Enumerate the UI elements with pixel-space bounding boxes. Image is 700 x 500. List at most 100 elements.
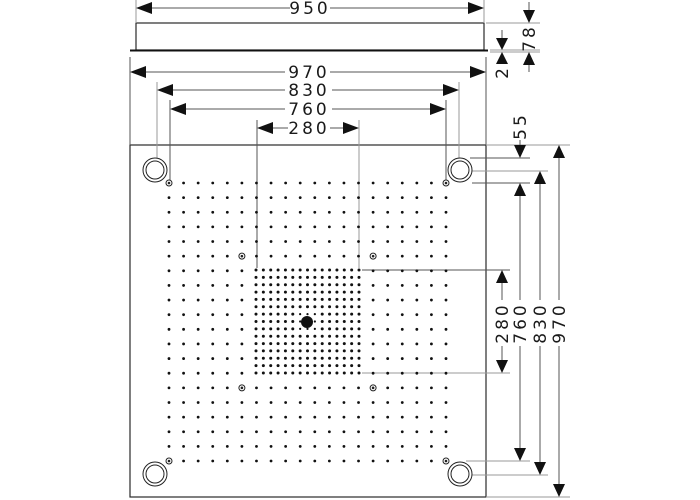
- nozzle: [182, 357, 185, 360]
- nozzle: [240, 181, 244, 185]
- nozzle: [225, 210, 229, 214]
- fine-nozzle: [335, 290, 339, 294]
- fine-nozzle: [261, 342, 265, 346]
- mounting-hole-bottom-right: [447, 461, 473, 487]
- nozzle: [444, 196, 448, 200]
- fine-nozzle: [261, 364, 265, 368]
- fine-nozzle: [298, 364, 302, 368]
- nozzle: [313, 254, 317, 258]
- fine-nozzle: [283, 283, 287, 287]
- fine-nozzle: [254, 297, 258, 301]
- nozzle: [342, 415, 346, 419]
- nozzle: [357, 401, 360, 404]
- sensor-nozzle: [369, 252, 377, 260]
- nozzle: [284, 210, 288, 214]
- fine-nozzle: [269, 356, 273, 360]
- nozzle: [400, 225, 404, 229]
- nozzle: [430, 298, 433, 302]
- nozzle: [182, 181, 185, 185]
- fine-nozzle: [283, 290, 287, 294]
- fine-nozzle: [306, 342, 309, 346]
- fine-nozzle: [313, 320, 316, 323]
- nozzle: [444, 401, 448, 404]
- dimension-760-vertical: 760: [511, 196, 531, 461]
- fine-nozzle: [342, 327, 346, 331]
- nozzle: [211, 430, 215, 434]
- nozzle: [386, 181, 390, 185]
- fine-nozzle: [276, 349, 280, 353]
- fine-nozzle: [335, 356, 339, 360]
- nozzle: [182, 254, 185, 258]
- nozzle: [400, 196, 404, 200]
- nozzle: [371, 444, 375, 448]
- fine-nozzle: [357, 356, 361, 360]
- nozzle: [298, 181, 302, 185]
- dimension-label: 760: [511, 302, 531, 343]
- fine-nozzle: [328, 334, 332, 338]
- nozzle: [342, 181, 346, 185]
- fine-nozzle: [269, 371, 273, 375]
- nozzle: [386, 342, 390, 346]
- fine-nozzle: [357, 371, 361, 375]
- fine-nozzle: [350, 305, 354, 309]
- dimension-label: 760: [288, 100, 329, 120]
- nozzle: [371, 371, 375, 375]
- fine-nozzle: [269, 305, 273, 309]
- fine-nozzle: [328, 356, 332, 360]
- nozzle: [225, 254, 229, 258]
- fine-nozzle: [291, 320, 295, 323]
- nozzle: [211, 386, 215, 390]
- fine-nozzle: [283, 268, 287, 272]
- nozzle: [225, 444, 229, 448]
- fine-nozzle: [299, 313, 302, 316]
- fine-nozzle: [291, 297, 295, 301]
- nozzle: [240, 342, 244, 346]
- fine-nozzle: [254, 334, 258, 338]
- fine-nozzle: [313, 327, 316, 330]
- nozzle: [211, 459, 215, 463]
- fine-nozzle: [291, 334, 295, 338]
- sensor-nozzle: [238, 384, 246, 392]
- fine-nozzle: [291, 327, 295, 331]
- fine-nozzle: [320, 305, 324, 309]
- nozzle: [211, 240, 215, 243]
- fine-nozzle: [291, 349, 295, 353]
- nozzle: [255, 459, 258, 463]
- fine-nozzle: [269, 320, 273, 323]
- nozzle: [225, 415, 229, 419]
- fine-nozzle: [350, 320, 354, 323]
- nozzle: [255, 240, 258, 243]
- fine-nozzle: [298, 349, 302, 353]
- nozzle: [167, 444, 171, 448]
- nozzle: [386, 459, 390, 463]
- nozzle: [357, 444, 360, 448]
- nozzle: [196, 210, 200, 214]
- nozzle: [298, 459, 302, 463]
- nozzle: [430, 269, 433, 273]
- nozzle: [415, 342, 419, 346]
- side-view: 950 78 2: [130, 0, 540, 79]
- fine-nozzle: [291, 364, 295, 368]
- fine-nozzle: [306, 327, 309, 330]
- fine-nozzle: [357, 268, 361, 272]
- fine-nozzle: [276, 327, 280, 331]
- nozzle: [415, 430, 419, 434]
- nozzle: [313, 430, 317, 434]
- nozzle: [386, 357, 390, 360]
- mounting-hole-top-right: [447, 157, 473, 183]
- nozzle: [284, 196, 288, 200]
- nozzle: [444, 357, 448, 360]
- nozzle: [415, 313, 419, 317]
- dimension-label: 950: [289, 0, 330, 19]
- nozzle: [415, 196, 419, 200]
- nozzle: [430, 386, 433, 390]
- nozzle: [240, 459, 244, 463]
- nozzle: [167, 298, 171, 302]
- fine-nozzle: [276, 320, 280, 323]
- nozzle: [415, 459, 419, 463]
- nozzle: [182, 386, 185, 390]
- nozzle: [327, 254, 331, 258]
- fine-nozzle: [357, 305, 361, 309]
- fine-nozzle: [342, 275, 346, 279]
- fine-nozzle: [342, 356, 346, 360]
